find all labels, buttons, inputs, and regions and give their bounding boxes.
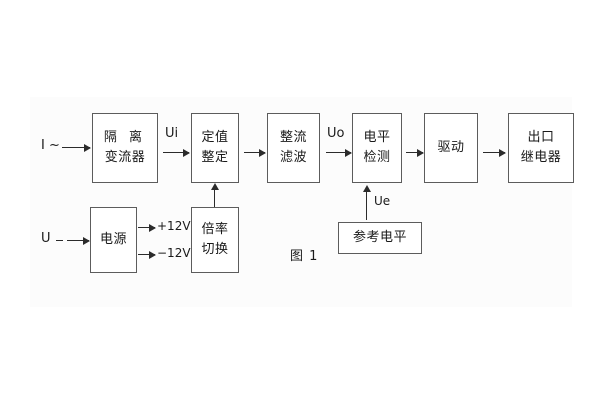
signal-label-uo: Uo	[327, 126, 345, 141]
arrow-drive-to-output-relay	[483, 148, 506, 157]
arrow-level-detect-to-drive	[406, 148, 424, 157]
arrow-current-to-isolation-ct	[62, 143, 91, 152]
block-multiplier-switch-line1: 倍率	[201, 221, 229, 237]
block-isolation-ct-line1: 隔 离	[103, 129, 147, 145]
arrow-reference-level-to-level-detect	[362, 185, 371, 220]
block-level-detect: 电平 检测	[352, 113, 402, 183]
block-reference-level: 参考电平	[338, 222, 422, 254]
input-label-voltage: U	[41, 231, 51, 246]
block-rectify-filter-line1: 整流	[279, 129, 307, 145]
block-drive-line1: 驱动	[437, 139, 465, 155]
signal-label-ui: Ui	[165, 126, 179, 141]
arrow-power-rail-positive	[138, 223, 156, 232]
signal-label-ue: Ue	[374, 194, 391, 208]
block-level-detect-line2: 检测	[363, 150, 391, 165]
block-rectify-filter-line2: 滤波	[279, 150, 307, 165]
block-multiplier-switch-line2: 切换	[201, 242, 229, 257]
figure-caption: 图 1	[290, 249, 319, 264]
block-output-relay-line2: 继电器	[520, 150, 562, 165]
block-setting: 定值 整定	[191, 113, 239, 183]
block-isolation-ct-line2: 变流器	[104, 150, 146, 165]
block-drive: 驱动	[424, 113, 478, 183]
input-label-current: I ~	[41, 138, 60, 153]
arrow-isolation-ct-to-setting	[163, 148, 190, 157]
block-power-supply-line1: 电源	[99, 231, 127, 247]
block-setting-line1: 定值	[201, 129, 229, 145]
power-rail-label-positive: +12V	[157, 219, 191, 233]
block-reference-level-line1: 参考电平	[352, 229, 407, 245]
block-power-supply: 电源	[90, 207, 137, 273]
block-output-relay: 出口 继电器	[508, 113, 574, 183]
arrow-multiplier-switch-to-setting	[210, 183, 219, 207]
block-rectify-filter: 整流 滤波	[267, 113, 320, 183]
block-isolation-ct: 隔 离 变流器	[92, 113, 158, 183]
block-setting-line2: 整定	[201, 150, 229, 165]
lead-voltage-segment	[56, 240, 63, 241]
arrow-rectify-filter-to-level-detect	[326, 148, 352, 157]
power-rail-label-negative: −12V	[157, 246, 191, 260]
arrow-voltage-to-power-supply	[67, 236, 90, 245]
block-output-relay-line1: 出口	[527, 129, 555, 145]
block-level-detect-line1: 电平	[363, 129, 391, 145]
block-multiplier-switch: 倍率 切换	[191, 207, 239, 273]
arrow-power-rail-negative	[138, 250, 156, 259]
arrow-setting-to-rectify-filter	[244, 148, 266, 157]
